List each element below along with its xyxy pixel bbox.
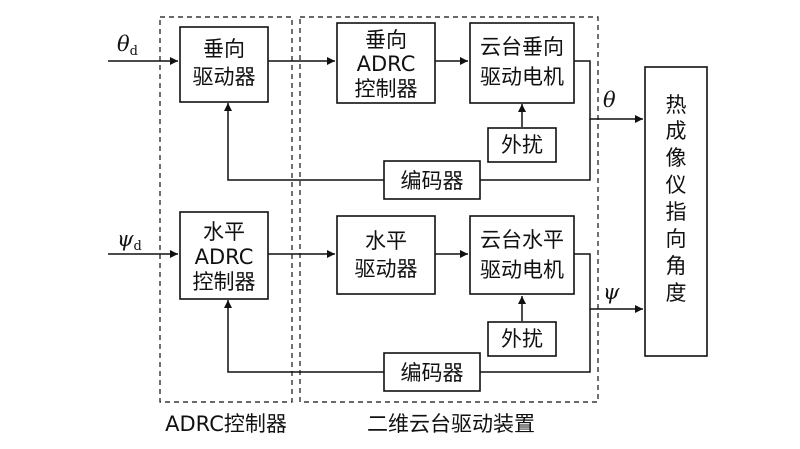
vertical-feedback-line xyxy=(480,119,591,181)
psi-output-label: ψ xyxy=(603,280,620,304)
vertical-disturbance-label: 外扰 xyxy=(501,133,543,157)
output-char-7: 角 xyxy=(666,254,687,278)
output-char-3: 像 xyxy=(666,146,687,170)
vertical-motor-label-2: 驱动电机 xyxy=(480,65,564,89)
horizontal-feedback-line xyxy=(480,309,591,373)
horizontal-driver-label-1: 水平 xyxy=(365,229,407,253)
output-char-8: 度 xyxy=(666,281,687,305)
vertical-driver-label-2: 驱动器 xyxy=(193,65,256,89)
gimbal-drive-caption: 二维云台驱动装置 xyxy=(367,412,535,436)
vertical-encoder-label: 编码器 xyxy=(401,169,464,193)
horizontal-adrc-label-3: 控制器 xyxy=(193,270,256,294)
horizontal-disturbance-label: 外扰 xyxy=(501,327,543,351)
horizontal-adrc-label-2: ADRC xyxy=(195,245,254,269)
horizontal-encoder-label: 编码器 xyxy=(401,361,464,385)
vertical-encoder-block: 编码器 xyxy=(383,160,481,200)
output-char-2: 成 xyxy=(666,119,687,143)
psi-output-arrow xyxy=(574,253,643,313)
horizontal-encoder-block: 编码器 xyxy=(383,352,481,392)
vertical-feedback-arrow xyxy=(224,103,384,181)
theta-d-label: θd xyxy=(117,32,138,59)
vertical-channel-connections xyxy=(108,57,643,181)
horizontal-feedback-arrow xyxy=(224,300,384,373)
adrc-controller-group xyxy=(159,16,293,403)
horizontal-adrc-block: 水平 ADRC 控制器 xyxy=(179,211,269,300)
horizontal-driver-block: 水平 驱动器 xyxy=(336,215,436,295)
horizontal-driver-label-2: 驱动器 xyxy=(355,257,418,281)
horizontal-motor-label-1: 云台水平 xyxy=(480,228,564,252)
vertical-motor-label-1: 云台垂向 xyxy=(480,35,564,59)
horizontal-channel-connections xyxy=(108,250,643,373)
output-char-5: 指 xyxy=(666,200,687,224)
theta-output-arrow xyxy=(574,60,643,123)
vertical-driver-label-1: 垂向 xyxy=(203,37,245,61)
adrc-controller-caption: ADRC控制器 xyxy=(165,412,287,436)
output-char-4: 仪 xyxy=(666,173,687,197)
vertical-adrc-label-2: ADRC xyxy=(357,52,416,76)
vertical-adrc-block: 垂向 ADRC 控制器 xyxy=(336,22,436,104)
vertical-motor-block: 云台垂向 驱动电机 xyxy=(469,22,575,104)
vertical-driver-block: 垂向 驱动器 xyxy=(179,26,269,103)
horizontal-adrc-label-1: 水平 xyxy=(203,220,245,244)
vertical-adrc-label-1: 垂向 xyxy=(365,28,407,52)
vertical-adrc-label-3: 控制器 xyxy=(355,77,418,101)
horizontal-motor-label-2: 驱动电机 xyxy=(480,258,564,282)
psi-d-label: ψd xyxy=(117,227,142,254)
output-char-1: 热 xyxy=(666,93,687,117)
horizontal-motor-block: 云台水平 驱动电机 xyxy=(469,215,575,295)
vertical-disturbance-block: 外扰 xyxy=(487,127,557,163)
theta-output-label: θ xyxy=(603,88,616,112)
gimbal-drive-group xyxy=(299,16,599,403)
horizontal-disturbance-block: 外扰 xyxy=(487,321,557,357)
output-angle-block: 热 成 像 仪 指 向 角 度 xyxy=(644,66,708,357)
output-char-6: 向 xyxy=(666,227,687,251)
